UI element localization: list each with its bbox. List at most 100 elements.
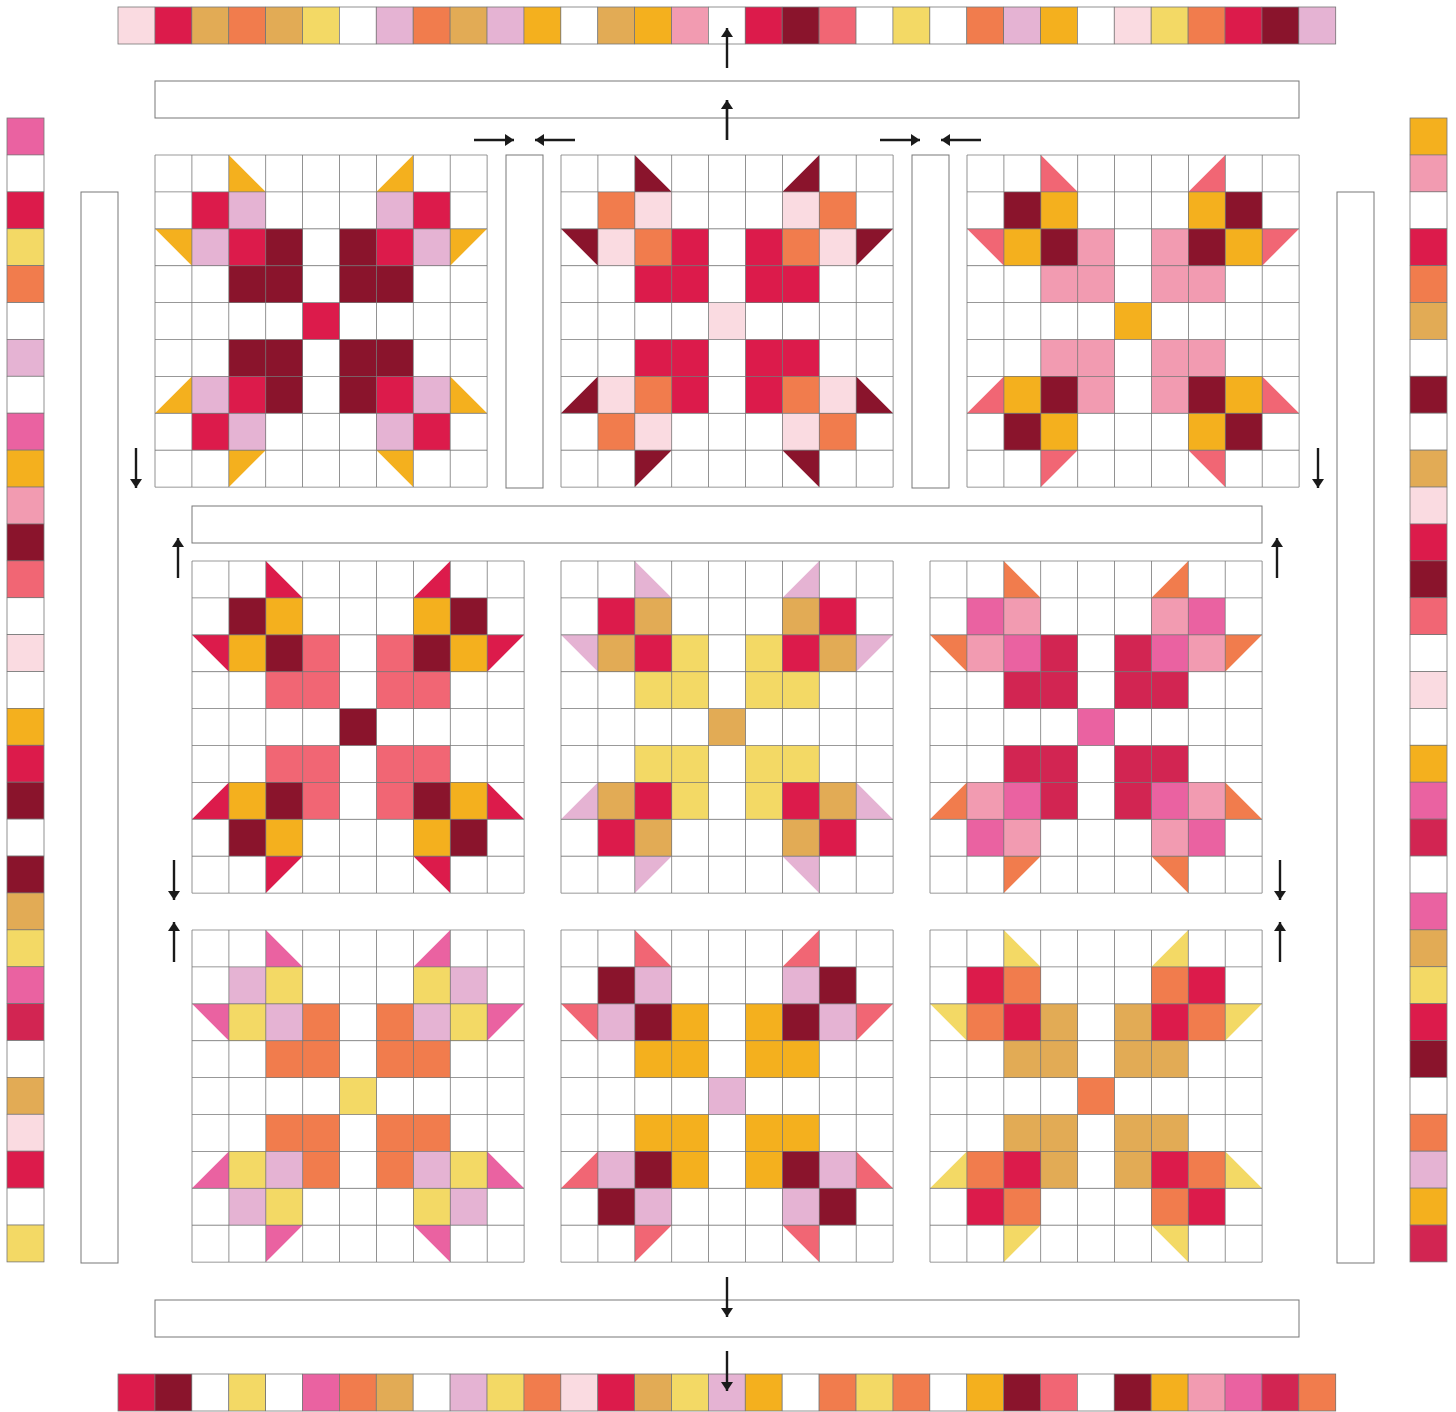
left-border-square <box>7 413 44 450</box>
petal-square <box>1004 1004 1041 1041</box>
petal-square <box>266 967 303 1004</box>
petal-square <box>967 967 1004 1004</box>
petal-square <box>229 967 266 1004</box>
block-center-square <box>340 1078 377 1115</box>
top-border-square <box>819 7 856 44</box>
bottom-border-square <box>1151 1374 1188 1411</box>
petal-square <box>1225 376 1262 413</box>
petal-square <box>635 819 672 856</box>
petal-square <box>1041 192 1078 229</box>
right-border-square <box>1410 856 1447 893</box>
bottom-border-square <box>967 1374 1004 1411</box>
arrow-head <box>168 891 180 900</box>
petal-square <box>229 1188 266 1225</box>
left-sashing <box>81 192 118 1263</box>
top-border-square <box>266 7 303 44</box>
petal-square <box>598 413 635 450</box>
petal-square <box>782 635 819 672</box>
petal-square <box>1188 1004 1225 1041</box>
petal-square <box>192 413 229 450</box>
petal-square <box>819 229 856 266</box>
petal-square <box>1041 413 1078 450</box>
left-border-square <box>7 450 44 487</box>
petal-square <box>376 376 413 413</box>
left-border-square <box>7 1225 44 1262</box>
petal-square <box>635 1151 672 1188</box>
bottom-border-square <box>598 1374 635 1411</box>
petal-square <box>598 1188 635 1225</box>
left-border-square <box>7 487 44 524</box>
petal-square <box>635 376 672 413</box>
bottom-border-square <box>930 1374 967 1411</box>
left-border-square <box>7 635 44 672</box>
petal-square <box>192 376 229 413</box>
petal-square <box>635 413 672 450</box>
top-border-square <box>118 7 155 44</box>
left-border-square <box>7 339 44 376</box>
bottom-border-square <box>1041 1374 1078 1411</box>
top-border-square <box>1151 7 1188 44</box>
top-border-square <box>192 7 229 44</box>
petal-square <box>1151 1188 1188 1225</box>
petal-square <box>635 635 672 672</box>
top-border-square <box>745 7 782 44</box>
petal-square <box>266 1004 303 1041</box>
right-border-square <box>1410 450 1447 487</box>
petal-square <box>450 1004 487 1041</box>
top-border-square <box>893 7 930 44</box>
right-border-square <box>1410 672 1447 709</box>
petal-square <box>1188 635 1225 672</box>
petal-square <box>192 192 229 229</box>
petal-square <box>598 967 635 1004</box>
left-border-square <box>7 229 44 266</box>
right-border-square <box>1410 1004 1447 1041</box>
quilt-block-8 <box>561 930 893 1262</box>
petal-square <box>1151 1004 1188 1041</box>
petal-square <box>635 598 672 635</box>
petal-square <box>1004 192 1041 229</box>
petal-square <box>967 635 1004 672</box>
petal-square <box>782 782 819 819</box>
petal-square <box>1004 635 1041 672</box>
top-border-square <box>303 7 340 44</box>
petal-square <box>413 819 450 856</box>
petal-square <box>1188 376 1225 413</box>
petal-square <box>1004 819 1041 856</box>
top-border-square <box>1225 7 1262 44</box>
petal-square <box>635 967 672 1004</box>
petal-square <box>967 598 1004 635</box>
bottom-border-square <box>1114 1374 1151 1411</box>
left-border-square <box>7 598 44 635</box>
arrow-right-icon <box>474 134 514 146</box>
left-border-square <box>7 856 44 893</box>
left-border-square <box>7 155 44 192</box>
petal-square <box>1188 819 1225 856</box>
bottom-border-square <box>376 1374 413 1411</box>
petal-square <box>967 782 1004 819</box>
petal-square <box>1041 229 1078 266</box>
right-border-square <box>1410 967 1447 1004</box>
top-border-square <box>155 7 192 44</box>
arrow-up-icon <box>172 538 184 578</box>
petal-square <box>266 598 303 635</box>
top-border-square <box>1077 7 1114 44</box>
right-border-square <box>1410 635 1447 672</box>
petal-square <box>967 1004 1004 1041</box>
quilt-block-6 <box>930 561 1262 893</box>
petal-square <box>229 819 266 856</box>
petal-square <box>266 635 303 672</box>
right-border-square <box>1410 1041 1447 1078</box>
block-center-square <box>340 709 377 746</box>
arrow-left-icon <box>535 134 575 146</box>
left-border-square <box>7 1004 44 1041</box>
petal-square <box>1151 598 1188 635</box>
petal-square <box>413 967 450 1004</box>
petal-square <box>635 229 672 266</box>
petal-square <box>782 1004 819 1041</box>
petal-square <box>598 782 635 819</box>
block-center-square <box>303 303 340 340</box>
arrow-head <box>1312 479 1324 488</box>
right-border-square <box>1410 598 1447 635</box>
petal-square <box>1004 229 1041 266</box>
